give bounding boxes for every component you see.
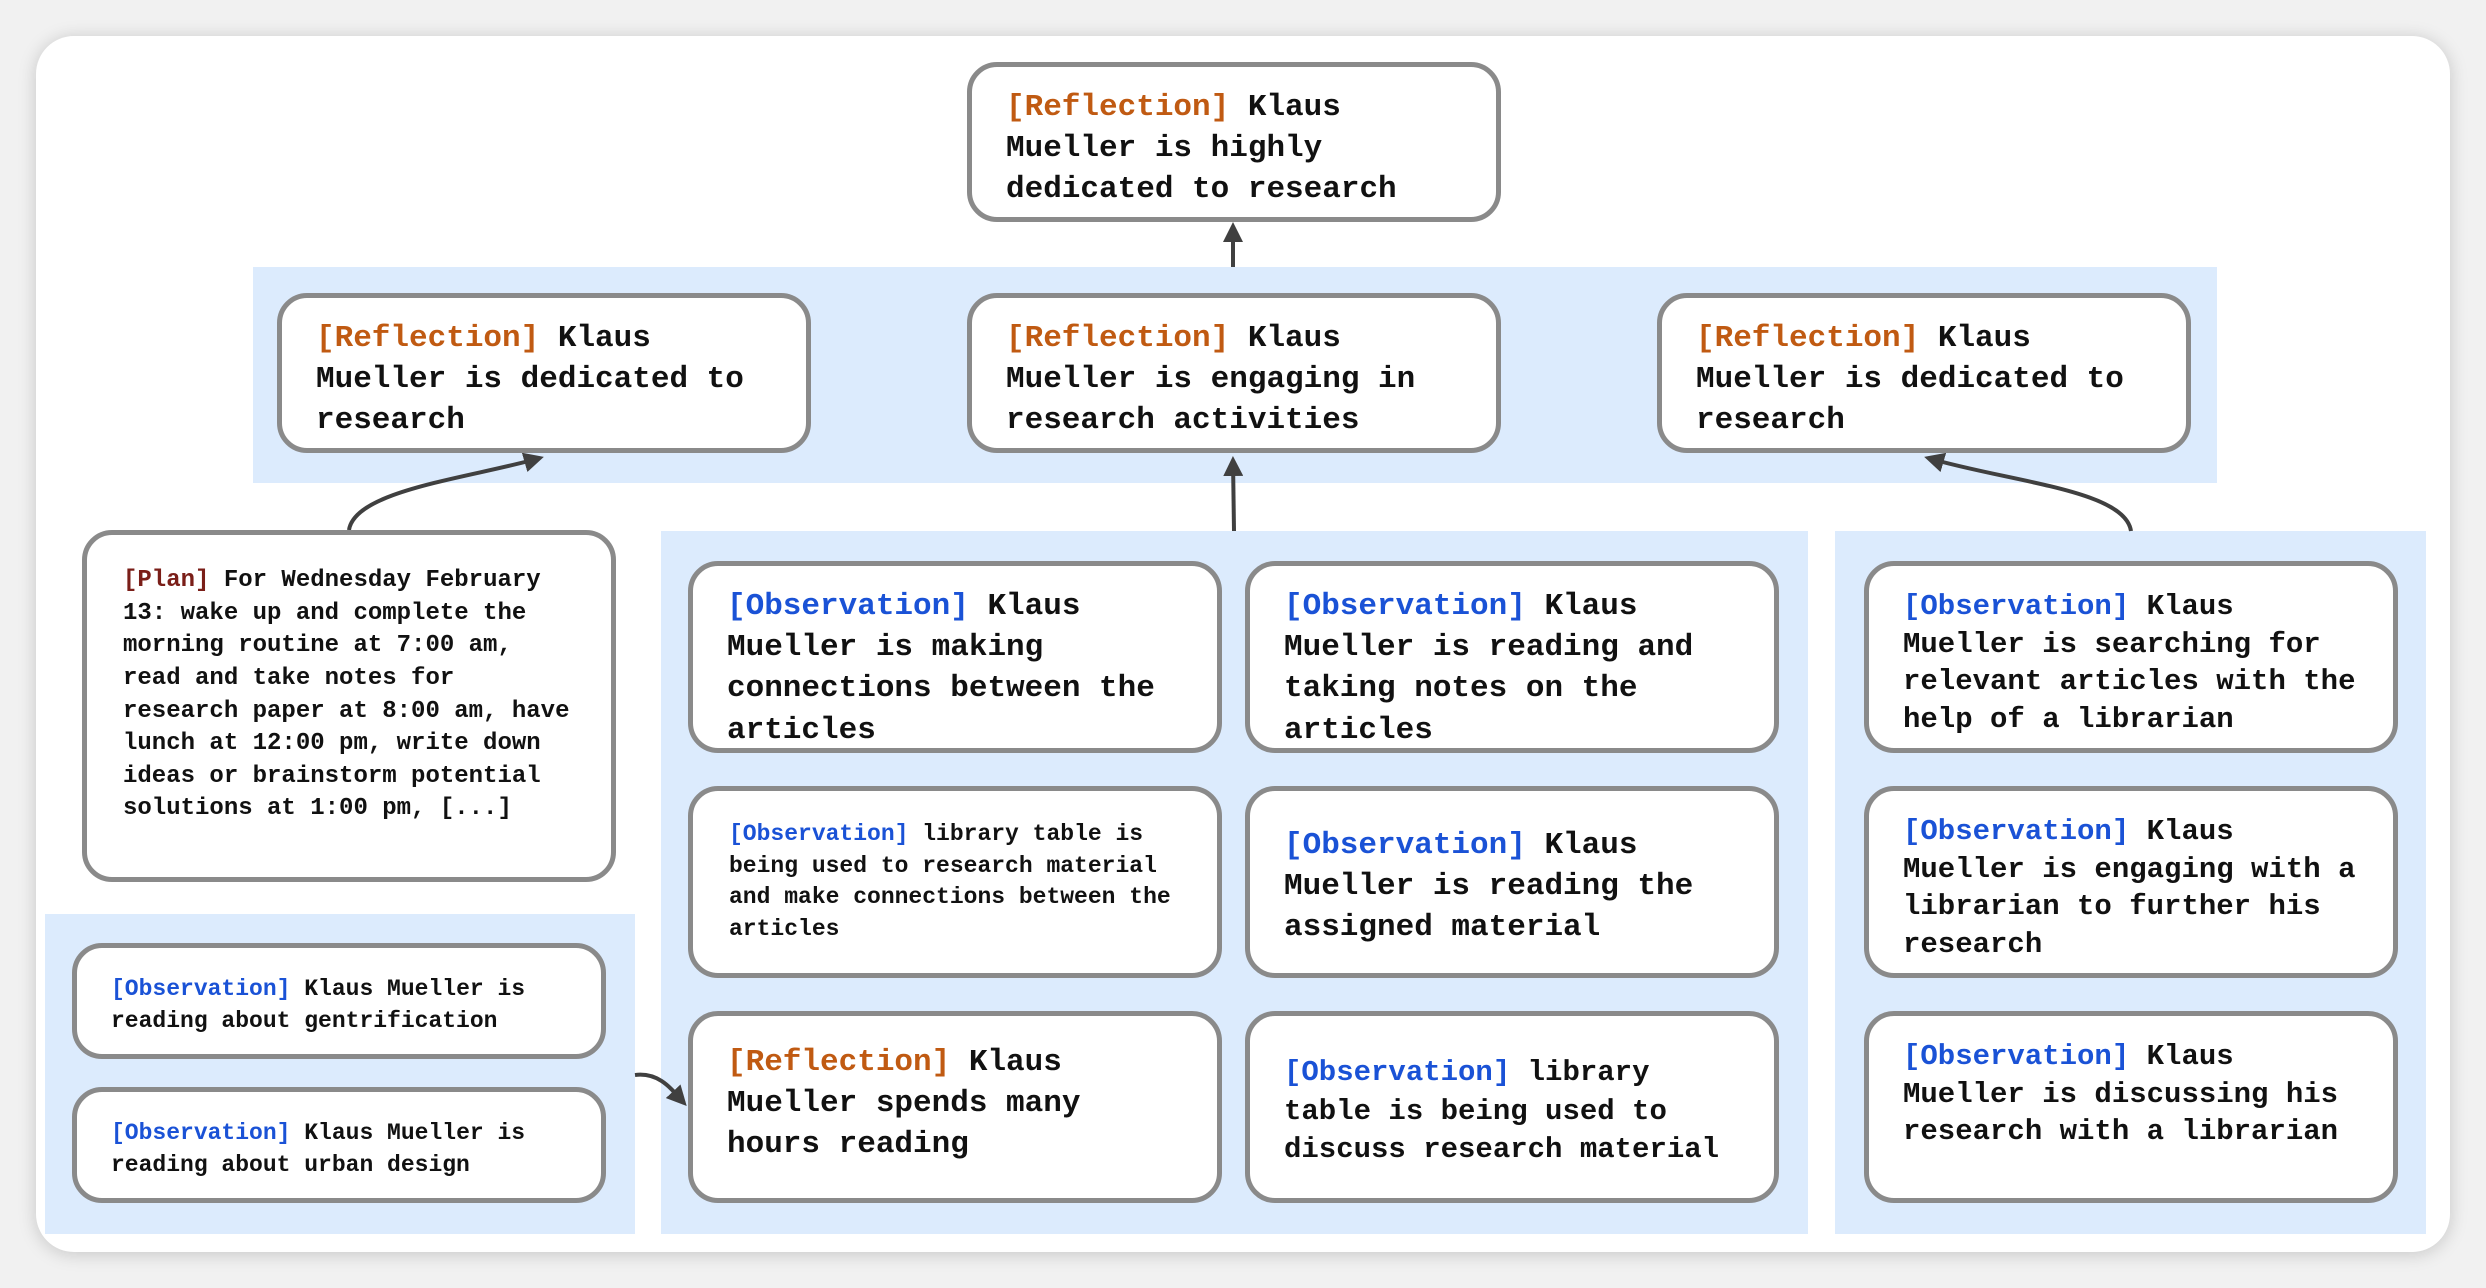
node-text: Klaus Mueller is searching for relevant … — [1903, 590, 2356, 737]
obs-urban-design-node: [Observation] Klaus Mueller is reading a… — [72, 1087, 606, 1203]
plan-node: [Plan] For Wednesday February 13: wake u… — [82, 530, 616, 882]
mid-reflection-left-node: [Reflection] Klaus Mueller is dedicated … — [277, 293, 811, 453]
node-text: Klaus Mueller is making connections betw… — [727, 589, 1155, 748]
node-text: Klaus Mueller is reading the assigned ma… — [1284, 828, 1694, 946]
obs-gentrification-node: [Observation] Klaus Mueller is reading a… — [72, 943, 606, 1059]
obs-searching-articles-node: [Observation] Klaus Mueller is searching… — [1864, 561, 2398, 753]
reflection-tag: [Reflection] — [1696, 321, 1920, 356]
mid-reflection-right-node: [Reflection] Klaus Mueller is dedicated … — [1657, 293, 2191, 453]
obs-making-connections-node: [Observation] Klaus Mueller is making co… — [688, 561, 1222, 753]
observation-tag: [Observation] — [1284, 589, 1526, 624]
node-text: Klaus Mueller is discussing his research… — [1903, 1040, 2339, 1149]
obs-engaging-librarian-node: [Observation] Klaus Mueller is engaging … — [1864, 786, 2398, 978]
node-text: Klaus Mueller is dedicated to research — [316, 321, 744, 439]
node-text: For Wednesday February 13: wake up and c… — [123, 567, 570, 823]
observation-tag: [Observation] — [1284, 828, 1526, 863]
reflection-tag: [Reflection] — [1006, 90, 1230, 125]
node-text: library table is being used to research … — [729, 821, 1171, 943]
reflection-tag: [Reflection] — [1006, 321, 1230, 356]
node-text: Klaus Mueller is dedicated to research — [1696, 321, 2124, 439]
node-text: Klaus Mueller is reading and taking note… — [1284, 589, 1694, 748]
plan-tag: [Plan] — [123, 567, 210, 594]
obs-discussing-research-node: [Observation] Klaus Mueller is discussin… — [1864, 1011, 2398, 1203]
observation-tag: [Observation] — [111, 1120, 291, 1146]
node-text: library table is being used to discuss r… — [1284, 1056, 1720, 1167]
observation-tag: [Observation] — [1903, 590, 2130, 623]
node-text: Klaus Mueller is engaging in research ac… — [1006, 321, 1416, 439]
top-reflection-node: [Reflection] Klaus Mueller is highly ded… — [967, 62, 1501, 222]
obs-assigned-material-node: [Observation] Klaus Mueller is reading t… — [1245, 786, 1779, 978]
obs-reading-notes-node: [Observation] Klaus Mueller is reading a… — [1245, 561, 1779, 753]
observation-tag: [Observation] — [1284, 1056, 1511, 1089]
node-text: Klaus Mueller is highly dedicated to res… — [1006, 90, 1397, 208]
observation-tag: [Observation] — [729, 821, 909, 847]
observation-tag: [Observation] — [1903, 1040, 2130, 1073]
observation-tag: [Observation] — [111, 976, 291, 1002]
observation-tag: [Observation] — [1903, 815, 2130, 848]
node-text: Klaus Mueller is reading about urban des… — [111, 1120, 526, 1178]
node-text: Klaus Mueller is engaging with a librari… — [1903, 815, 2356, 962]
reflection-hours-reading-node: [Reflection] Klaus Mueller spends many h… — [688, 1011, 1222, 1203]
obs-library-table-discuss-node: [Observation] library table is being use… — [1245, 1011, 1779, 1203]
reflection-tag: [Reflection] — [727, 1045, 951, 1080]
reflection-tag: [Reflection] — [316, 321, 540, 356]
observation-tag: [Observation] — [727, 589, 969, 624]
node-text: Klaus Mueller spends many hours reading — [727, 1045, 1081, 1163]
mid-reflection-center-node: [Reflection] Klaus Mueller is engaging i… — [967, 293, 1501, 453]
obs-library-table-connections-node: [Observation] library table is being use… — [688, 786, 1222, 978]
node-text: Klaus Mueller is reading about gentrific… — [111, 976, 526, 1034]
